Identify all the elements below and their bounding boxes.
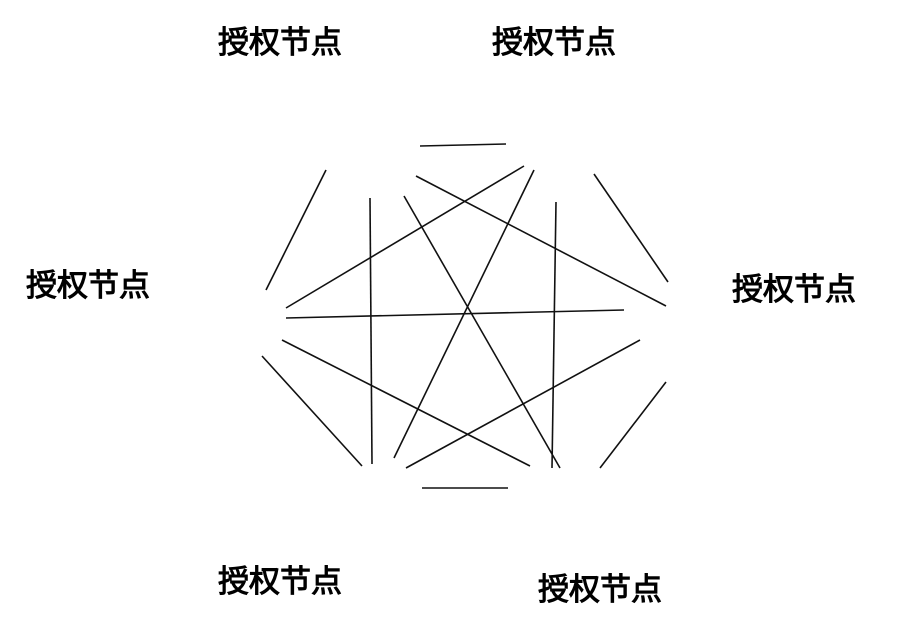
edge-n1-n3 xyxy=(265,169,327,291)
node-label: 授权节点 xyxy=(218,25,342,61)
node-label: 授权节点 xyxy=(492,25,616,61)
edge-n3-n5 xyxy=(261,355,363,467)
connections xyxy=(261,143,669,489)
node-label: 授权节点 xyxy=(26,268,150,304)
node-mid-left: 授权节点 xyxy=(26,268,179,313)
edge-n4-n6 xyxy=(599,381,667,469)
node-mid-right: 授权节点 xyxy=(611,272,856,313)
edge-n1-n6 xyxy=(403,195,561,469)
edge-n2-n4 xyxy=(593,173,669,283)
node-label: 授权节点 xyxy=(538,572,662,608)
edge-n3-n4 xyxy=(285,309,625,319)
edge-n1-n4 xyxy=(415,175,667,307)
edge-n2-n3 xyxy=(285,165,525,309)
node-label: 授权节点 xyxy=(732,272,856,308)
edge-n4-n5 xyxy=(405,339,641,469)
edge-n2-n6 xyxy=(551,201,557,469)
node-top-left: 授权节点 xyxy=(218,25,342,143)
node-top-right: 授权节点 xyxy=(492,25,616,143)
node-bottom-left: 授权节点 xyxy=(218,483,342,600)
edge-n1-n2 xyxy=(419,143,507,147)
node-label: 授权节点 xyxy=(218,564,342,600)
edge-n3-n6 xyxy=(281,339,531,467)
edge-n1-n5 xyxy=(369,197,373,465)
node-bottom-right: 授权节点 xyxy=(501,483,662,608)
